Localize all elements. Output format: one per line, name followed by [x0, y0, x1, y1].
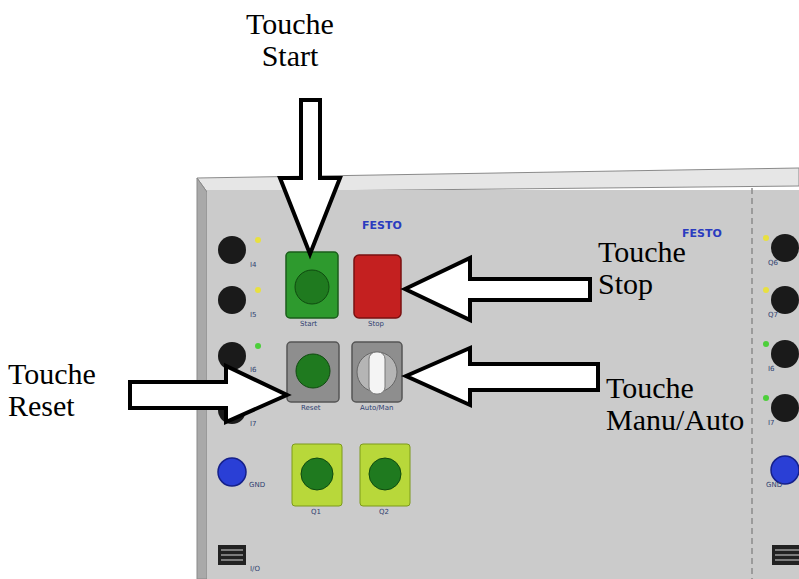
callout-label: Touche Start [230, 8, 350, 71]
indicator-lamp [360, 444, 410, 506]
button-label: Reset [301, 405, 321, 412]
block-arrow [280, 100, 340, 254]
start-button [286, 252, 338, 318]
signal-label: I6 [768, 366, 775, 373]
signal-label: Q6 [768, 260, 778, 267]
lamp-label: Q2 [379, 509, 389, 516]
selector-switch [352, 342, 402, 402]
brand-logo: FESTO [362, 220, 402, 232]
button-label: Stop [368, 321, 384, 328]
signal-label: I4 [250, 262, 257, 269]
brand-logo: FESTO [682, 228, 722, 240]
callout-label: Touche Manu/Auto [606, 372, 786, 435]
signal-label: GND [766, 482, 782, 489]
lamp-label: Q1 [311, 509, 321, 516]
callout-label: Touche Reset [8, 358, 120, 421]
stop-button [354, 255, 401, 318]
signal-label: I7 [250, 421, 257, 428]
reset-button [287, 342, 339, 402]
button-label: Auto/Man [360, 405, 393, 412]
block-arrow [405, 258, 590, 320]
socket-column [763, 234, 799, 565]
indicator-lamp [292, 444, 342, 506]
button-label: Start [300, 321, 317, 328]
callout-label: Touche Stop [598, 236, 723, 299]
signal-label: Q7 [768, 312, 778, 319]
block-arrow [406, 348, 598, 405]
signal-label: GND [249, 482, 265, 489]
signal-label: I6 [250, 367, 257, 374]
module-divider [751, 188, 753, 579]
signal-label: I7 [768, 420, 775, 427]
signal-label: I5 [250, 312, 257, 319]
block-arrow [130, 366, 287, 422]
panel-front [207, 190, 799, 579]
panel-side [197, 178, 207, 579]
port-label: I/O [250, 566, 260, 573]
